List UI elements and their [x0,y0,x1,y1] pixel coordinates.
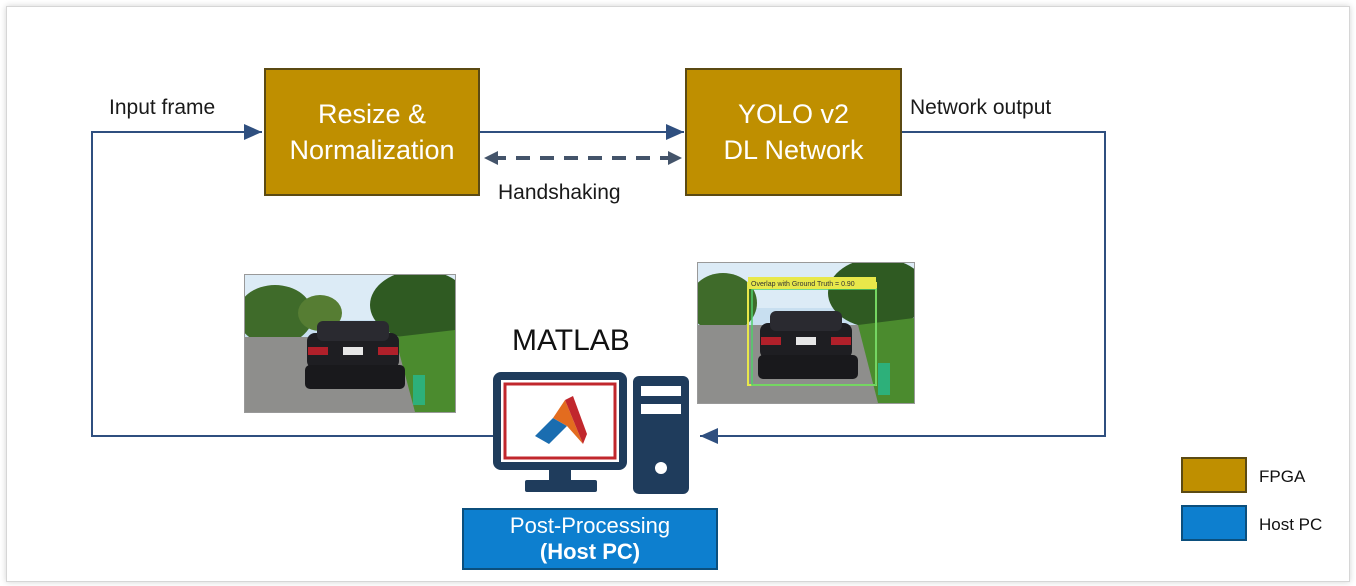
overlay-caption: Overlap with Ground Truth = 0.90 [751,281,855,288]
yolo-block-line2: DL Network [723,135,864,165]
post-processing-line1: Post-Processing [509,513,671,538]
legend-swatch-host-pc [1181,505,1247,541]
yolo-block-line1: YOLO v2 [737,99,850,129]
matlab-logo-icon [535,396,587,444]
legend-swatch-fpga [1181,457,1247,493]
matlab-title: MATLAB [512,324,630,357]
network-output-label: Network output [910,96,1052,119]
input-frame-label: Input frame [109,96,216,119]
handshaking-arrowhead-left [484,151,498,165]
handshaking-label: Handshaking [498,181,621,204]
yolo-network-block: YOLO v2 DL Network [685,68,902,196]
network-output-wire [700,131,1106,444]
resize-block-line1: Resize & [317,99,427,129]
legend-label-host-pc: Host PC [1259,515,1323,534]
post-processing-block: Post-Processing (Host PC) [462,508,718,570]
resize-normalization-block: Resize & Normalization [264,68,480,196]
input-car-photo [244,274,456,413]
desktop-computer-icon [493,372,689,494]
detection-output-photo: Overlap with Ground Truth = 0.90 [697,262,915,404]
legend-label-fpga: FPGA [1259,467,1306,486]
resize-block-line2: Normalization [289,135,455,165]
input-frame-wire [91,124,497,437]
post-processing-line2: (Host PC) [539,539,641,564]
handshaking-arrowhead-right [668,151,682,165]
